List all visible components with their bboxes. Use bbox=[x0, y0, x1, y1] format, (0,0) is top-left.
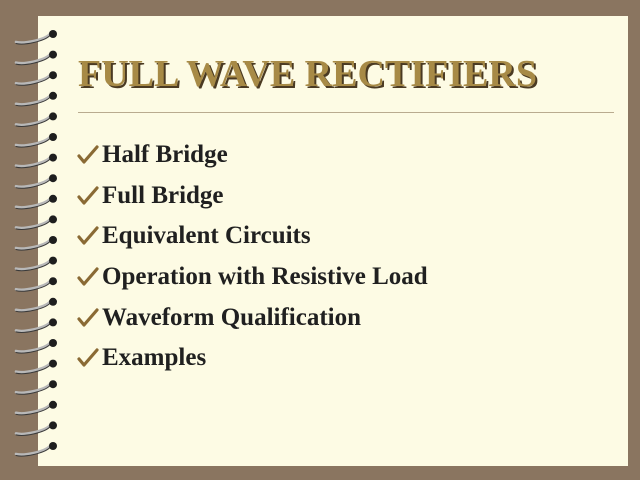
list-item: Equivalent Circuits bbox=[76, 216, 428, 257]
spiral-ring-icon bbox=[14, 112, 57, 127]
bullet-list: Half Bridge Full Bridge Equivalent Circu… bbox=[76, 135, 428, 379]
list-item: Half Bridge bbox=[76, 135, 428, 176]
spiral-ring-icon bbox=[14, 153, 57, 169]
spiral-ring-icon bbox=[14, 359, 57, 375]
spiral-ring-icon bbox=[14, 297, 57, 313]
title-divider bbox=[78, 112, 614, 113]
check-mark-icon bbox=[77, 186, 99, 205]
check-mark-icon bbox=[77, 267, 99, 286]
bullet-text: Half Bridge bbox=[102, 141, 228, 169]
bullet-text: Equivalent Circuits bbox=[102, 222, 311, 250]
spiral-ring-icon bbox=[14, 30, 57, 45]
spiral-ring-icon bbox=[14, 133, 57, 148]
spiral-ring-icon bbox=[14, 380, 57, 395]
spiral-ring-icon bbox=[14, 71, 57, 86]
check-mark-icon bbox=[77, 348, 99, 367]
bullet-text: Waveform Qualification bbox=[102, 303, 361, 331]
spiral-ring-icon bbox=[14, 174, 57, 189]
spiral-ring-icon bbox=[14, 194, 57, 210]
list-item: Full Bridge bbox=[76, 176, 428, 217]
spiral-ring-icon bbox=[14, 277, 57, 292]
list-item: Examples bbox=[76, 338, 428, 379]
spiral-binding bbox=[14, 30, 57, 457]
spiral-ring-icon bbox=[14, 421, 57, 436]
check-mark-icon bbox=[77, 308, 99, 327]
check-mark-icon bbox=[77, 145, 99, 164]
bullet-text: Full Bridge bbox=[102, 181, 224, 209]
notebook-page bbox=[38, 16, 628, 466]
spiral-ring-icon bbox=[14, 91, 57, 107]
slide-title: FULL WAVE RECTIFIERS bbox=[78, 53, 537, 95]
spiral-ring-icon bbox=[14, 215, 57, 230]
spiral-ring-icon bbox=[14, 400, 57, 416]
bullet-text: Examples bbox=[102, 344, 207, 372]
spiral-ring-icon bbox=[14, 50, 57, 66]
list-item: Operation with Resistive Load bbox=[76, 257, 428, 298]
bullet-text: Operation with Resistive Load bbox=[102, 263, 428, 291]
spiral-ring-icon bbox=[14, 236, 57, 251]
spiral-ring-icon bbox=[14, 442, 57, 457]
list-item: Waveform Qualification bbox=[76, 297, 428, 338]
spiral-ring-icon bbox=[14, 256, 57, 272]
spiral-ring-icon bbox=[14, 318, 57, 333]
spiral-ring-icon bbox=[14, 339, 57, 354]
check-mark-icon bbox=[77, 226, 99, 246]
